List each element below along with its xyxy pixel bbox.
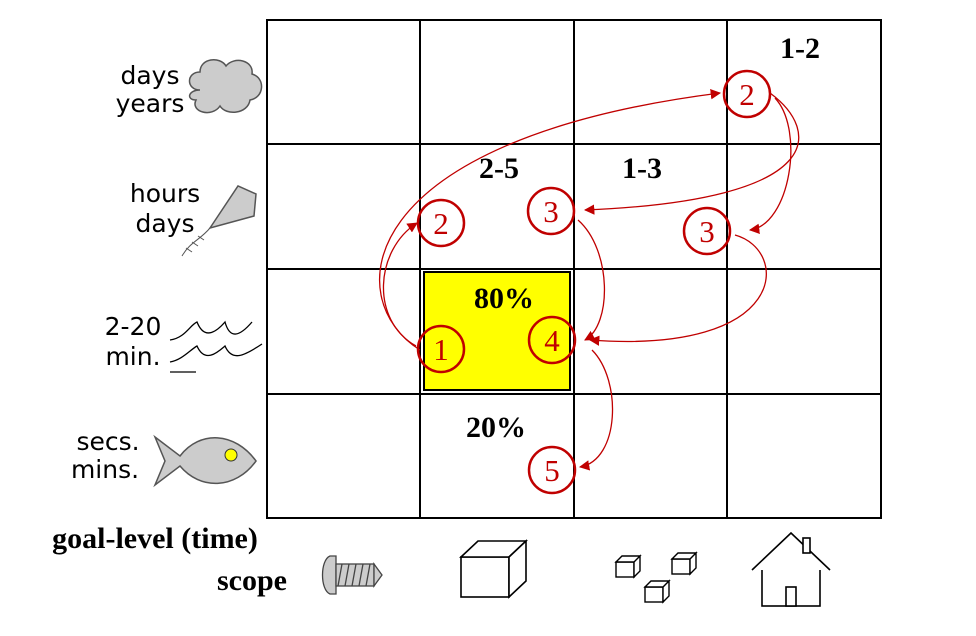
- step-markers: 1 2 2 3 3 4 5: [416, 69, 772, 495]
- svg-text:3: 3: [699, 214, 715, 249]
- screw-icon: [321, 555, 383, 595]
- cell-label-1-2: 1-2: [780, 32, 820, 65]
- row-label-secs-mins: secs. mins.: [71, 427, 140, 484]
- transition-arrows: [378, 89, 800, 471]
- svg-text:4: 4: [544, 323, 560, 358]
- cell-label-20-percent: 20%: [466, 411, 526, 444]
- step-marker-2: 2: [722, 69, 772, 119]
- svg-text:5: 5: [544, 453, 560, 488]
- svg-text:hours: hours: [130, 179, 200, 208]
- svg-text:2-20: 2-20: [105, 312, 162, 341]
- row-label-days-years: days years: [116, 61, 185, 118]
- step-marker-2: 2: [416, 198, 466, 248]
- arrow-3a-to-4: [577, 219, 606, 341]
- box-icon: [458, 539, 529, 599]
- step-marker-4: 4: [527, 315, 577, 365]
- step-marker-1: 1: [416, 324, 466, 374]
- cell-labels: 1-2 2-5 1-3 80% 20%: [466, 32, 820, 444]
- svg-text:mins.: mins.: [71, 455, 139, 484]
- step-marker-3: 3: [526, 186, 576, 236]
- step-marker-5: 5: [527, 445, 577, 495]
- cell-label-80-percent: 80%: [474, 282, 534, 315]
- kite-icon: [181, 185, 257, 257]
- cell-label-2-5: 2-5: [479, 152, 519, 185]
- svg-text:1: 1: [433, 332, 449, 367]
- svg-text:2: 2: [739, 77, 755, 112]
- svg-text:days: days: [120, 61, 179, 90]
- fish-icon: [153, 434, 257, 488]
- arrow-2b-to-3b: [748, 97, 792, 234]
- row-label-2-20-min: 2-20 min.: [105, 312, 162, 371]
- svg-text:days: days: [135, 209, 194, 238]
- arrow-4-to-5: [578, 349, 614, 471]
- row-label-hours-days: hours days: [130, 179, 200, 238]
- cell-label-1-3: 1-3: [622, 152, 662, 185]
- row-labels: days years hours days 2-20 min. secs. mi…: [71, 61, 200, 484]
- svg-text:3: 3: [543, 194, 559, 229]
- small-boxes-icon: [614, 551, 698, 604]
- step-marker-3: 3: [682, 206, 732, 256]
- column-axis-title: scope: [217, 564, 287, 597]
- arrow-1-to-2b: [378, 89, 722, 351]
- svg-text:secs.: secs.: [76, 427, 139, 456]
- arrow-2b-to-3a: [583, 92, 800, 215]
- row-axis-title: goal-level (time): [52, 522, 258, 555]
- cloud-icon: [188, 59, 263, 114]
- svg-text:years: years: [116, 89, 185, 118]
- svg-text:min.: min.: [105, 342, 160, 371]
- waves-icon: [169, 320, 263, 373]
- arrow-3b-to-4: [588, 234, 767, 346]
- grid: [266, 19, 882, 519]
- svg-text:2: 2: [433, 206, 449, 241]
- house-icon: [751, 531, 831, 607]
